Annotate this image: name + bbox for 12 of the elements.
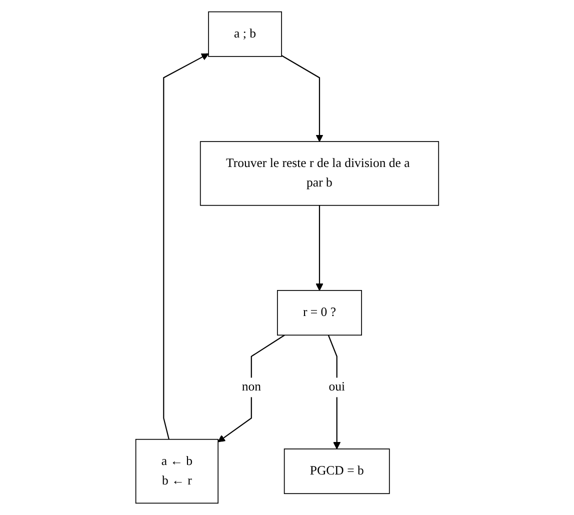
arrow — [281, 55, 324, 142]
node-box: Trouver le reste r de la division de a par b — [200, 141, 439, 206]
node-box: r = 0 ? — [276, 290, 362, 336]
node-box: a ; b — [208, 11, 282, 57]
arrow — [218, 334, 285, 442]
arrow — [316, 205, 324, 291]
node-box: PGCD = b — [284, 448, 390, 494]
edge-label: non — [242, 380, 261, 394]
arrow — [328, 334, 340, 450]
arrow — [162, 53, 209, 440]
edge-label: oui — [328, 380, 345, 394]
node-box: a ← b b ← r — [135, 438, 218, 504]
